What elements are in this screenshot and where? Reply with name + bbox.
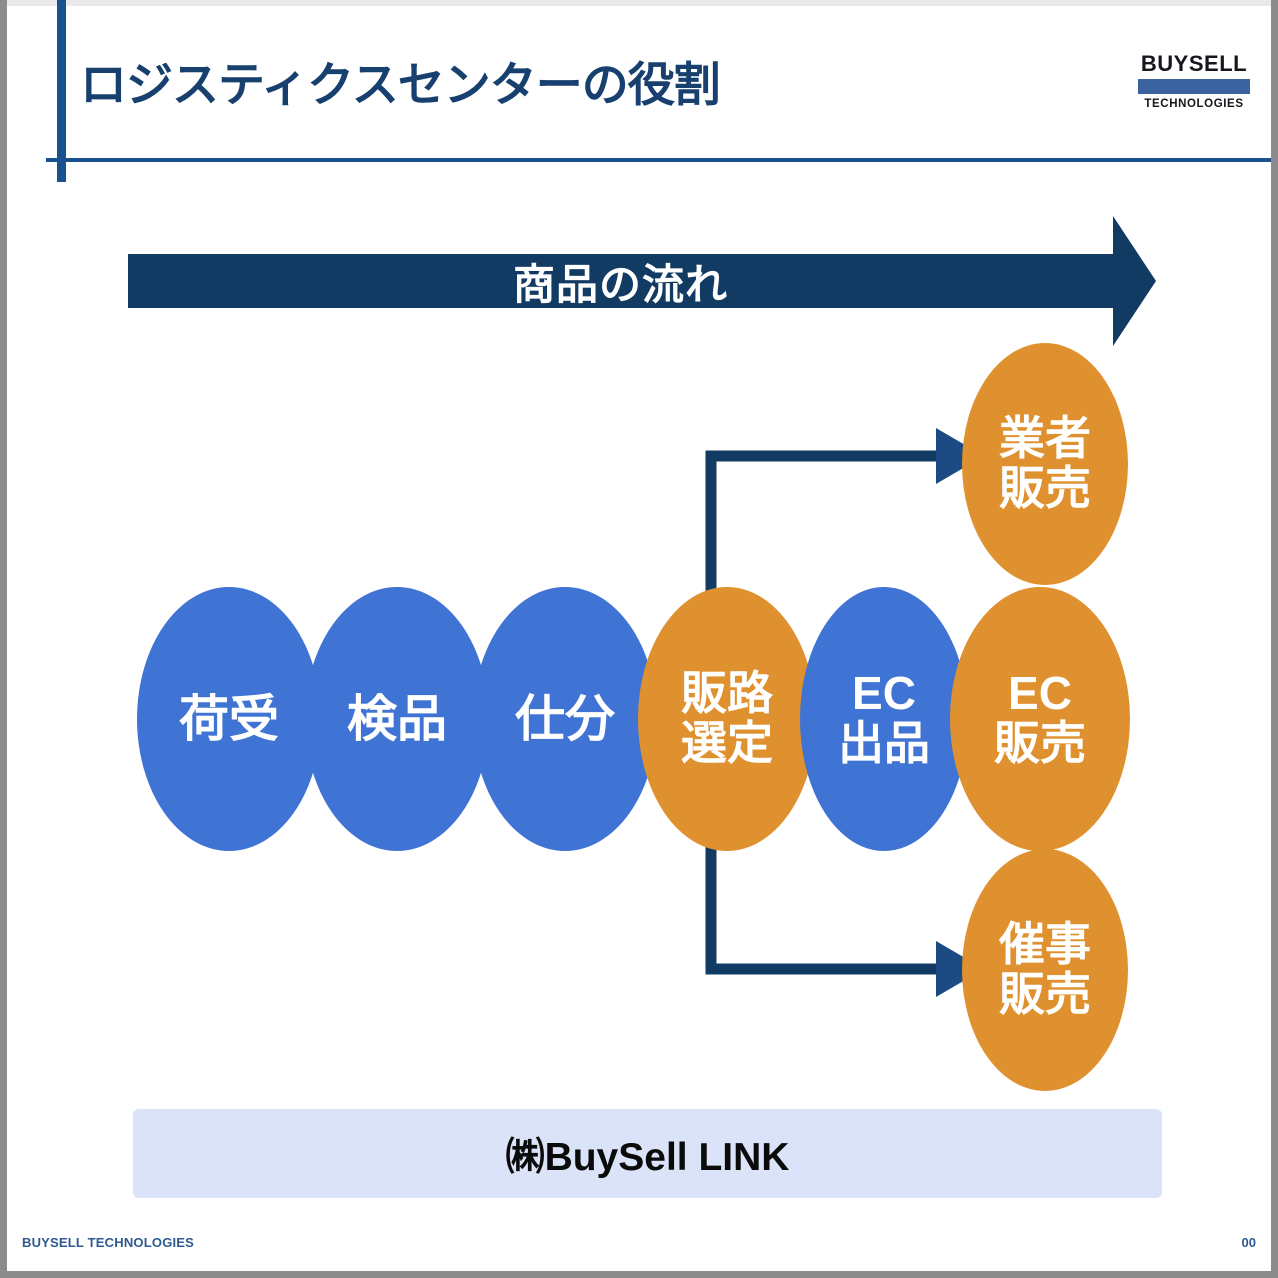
goods-flow-banner: 商品の流れ [128,216,1156,346]
goods-flow-label: 商品の流れ [512,260,728,308]
node-event-sales[interactable]: 催事 販売 [962,849,1128,1091]
footer-brand: BUYSELL TECHNOLOGIES [22,1235,195,1250]
node-inspect[interactable]: 検品 [305,587,489,851]
node-receive[interactable]: 荷受 [137,587,321,851]
node-dealer-sales-line1: 業者 [999,412,1091,465]
node-sort-label: 仕分 [515,691,615,747]
node-channel-selection[interactable]: 販路 選定 [638,587,816,851]
company-band-label: ㈱BuySell LINK [505,1135,790,1179]
node-channel-selection-label: 販路 選定 [677,667,777,769]
node-ec-listing-label: EC 出品 [834,667,934,769]
node-dealer-sales[interactable]: 業者 販売 [962,343,1128,585]
node-inspect-label: 検品 [347,691,447,747]
buysell-logo: BUYSELL TECHNOLOGIES [1136,52,1252,130]
node-ec-sales[interactable]: EC 販売 [950,587,1130,851]
flow-arrow-shape [128,216,1156,346]
title-accent-bar [57,0,66,182]
node-event-sales-label: 催事 販売 [995,918,1095,1020]
logo-subtext: TECHNOLOGIES [1144,98,1244,110]
node-ec-sales-line1: EC [1008,667,1072,720]
header-divider-rule [46,158,1271,162]
connector-channel-to-event [705,838,984,997]
node-ec-listing[interactable]: EC 出品 [800,587,968,851]
slide-edge-right [1271,0,1278,1278]
node-dealer-sales-line2: 販売 [999,462,1091,514]
logo-bar [1138,79,1250,94]
node-receive-label: 荷受 [179,691,279,747]
logo-wordmark: BUYSELL [1140,51,1248,76]
connector-channel-to-dealer [705,428,984,600]
slide-edge-bottom [0,1271,1278,1278]
node-sort[interactable]: 仕分 [473,587,657,851]
node-event-sales-line2: 販売 [999,968,1091,1020]
slide-edge-left [0,0,7,1278]
slide-edge-top [0,0,1278,6]
node-dealer-sales-label: 業者 販売 [995,412,1095,514]
page-title: ロジスティクスセンターの役割 [80,58,721,111]
node-ec-sales-line2: 販売 [994,717,1086,769]
footer-page-number: 00 [1241,1235,1256,1250]
node-channel-line1: 販路 [681,667,773,720]
node-ec-listing-line2: 出品 [838,717,930,769]
node-ec-listing-line1: EC [852,667,916,720]
node-event-sales-line1: 催事 [999,918,1091,971]
company-band: ㈱BuySell LINK [133,1109,1162,1198]
node-channel-line2: 選定 [681,717,773,769]
node-ec-sales-label: EC 販売 [990,667,1090,769]
